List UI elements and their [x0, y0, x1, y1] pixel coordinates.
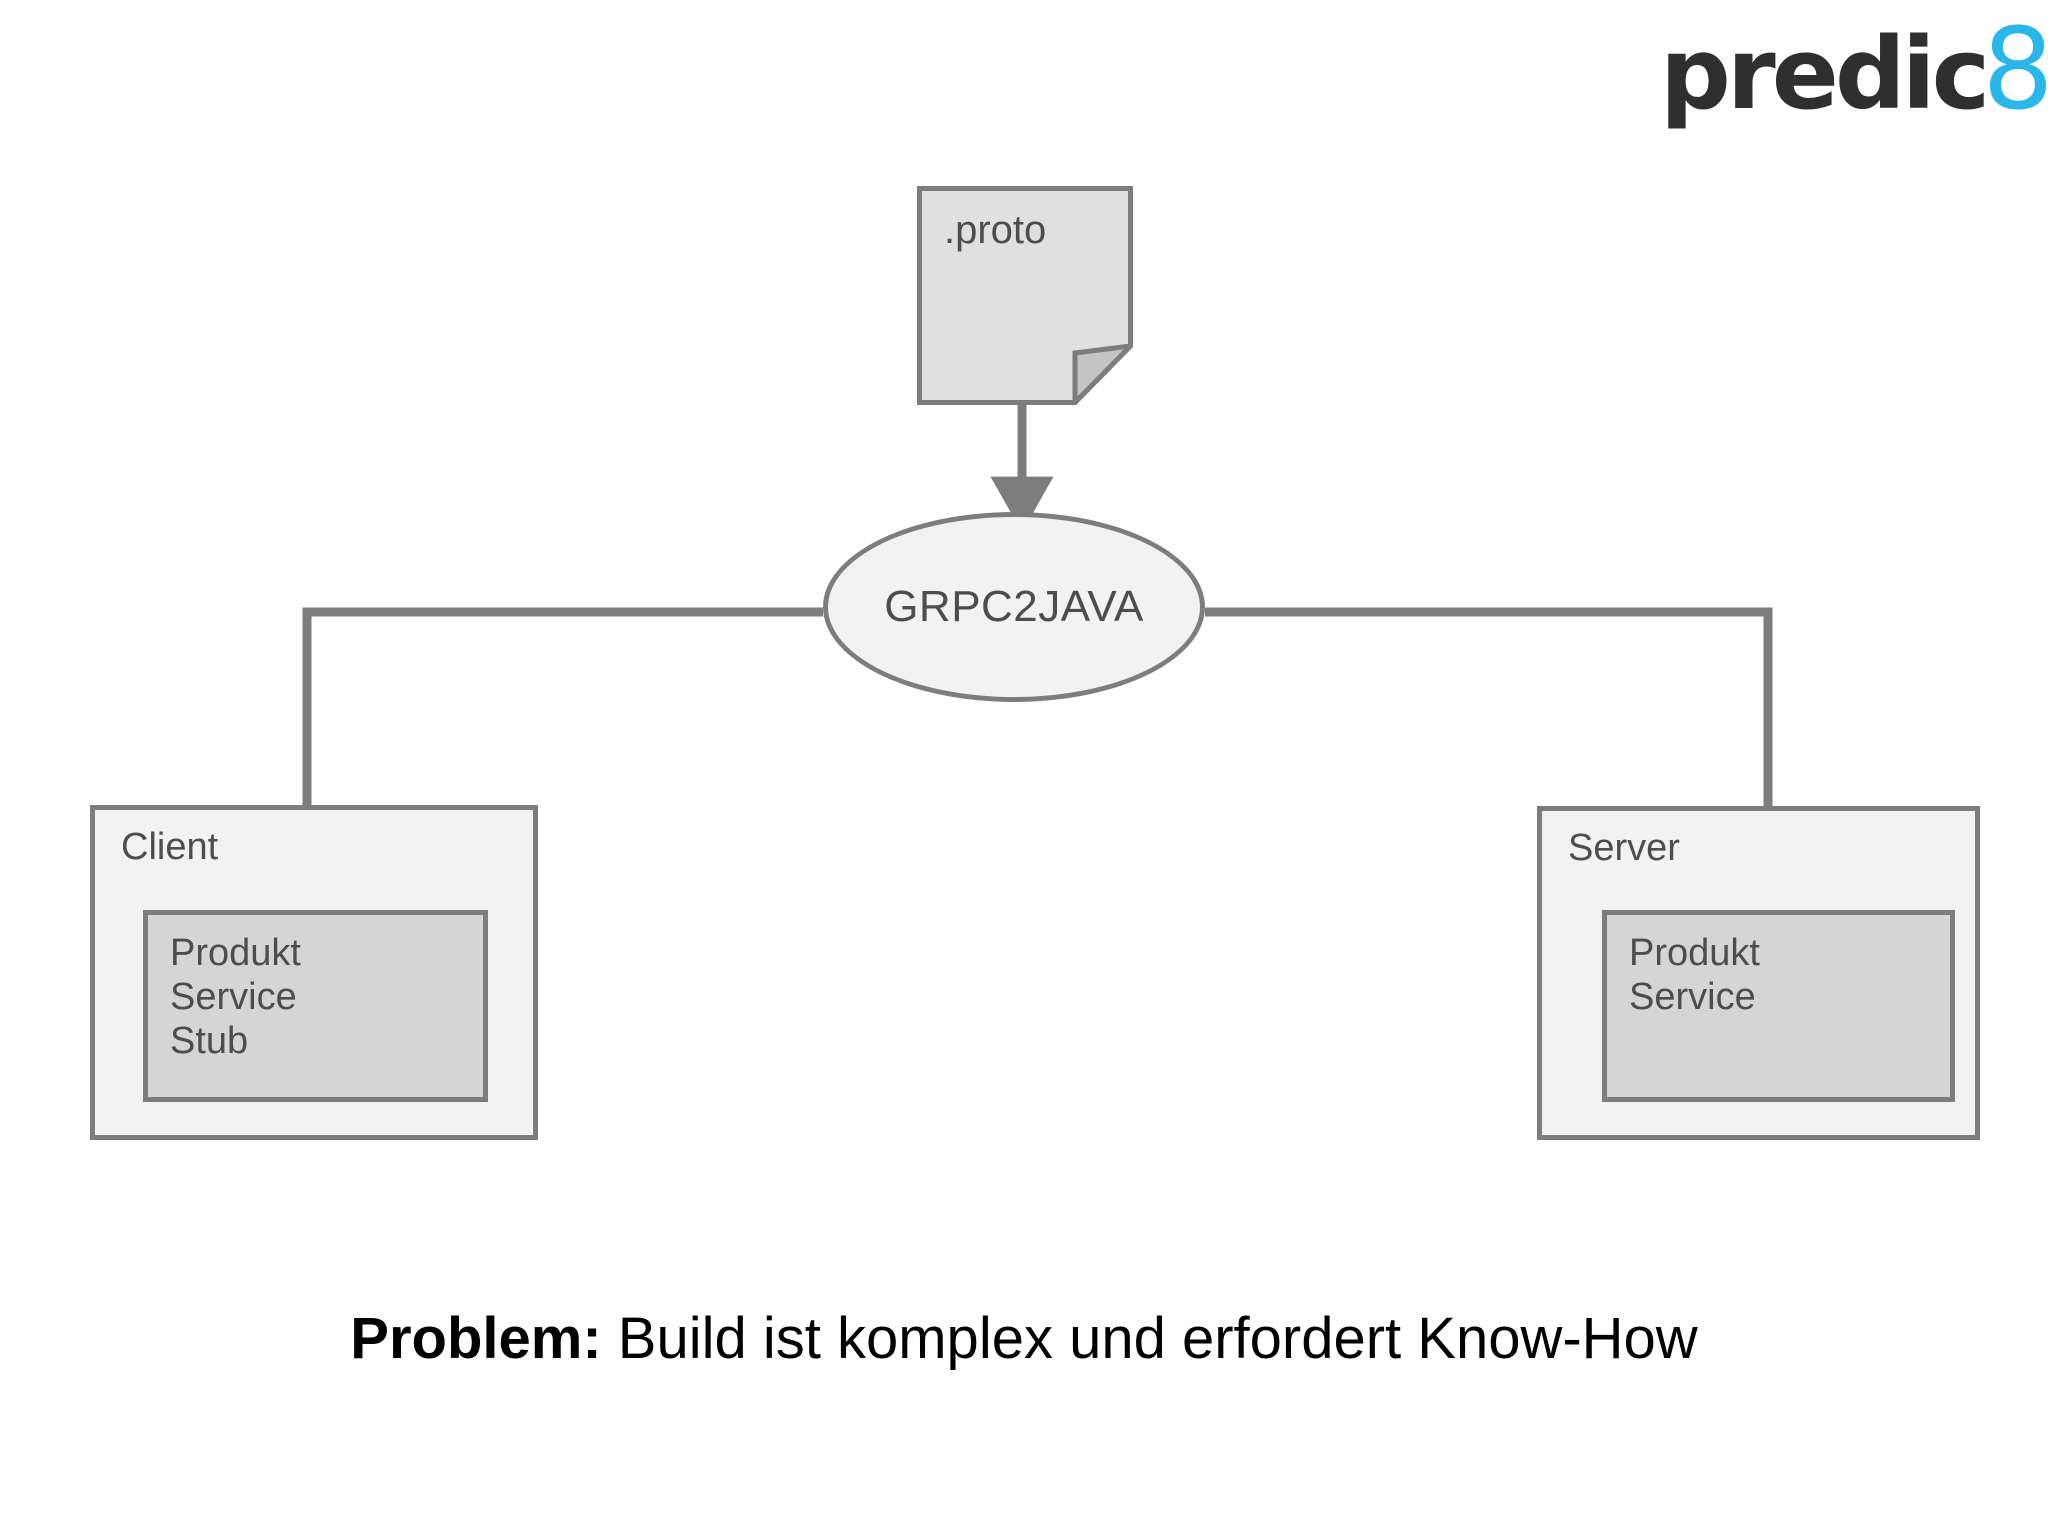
- server-service-label: Produkt Service: [1629, 932, 1760, 1019]
- node-client-container[interactable]: Client Produkt Service Stub: [90, 805, 538, 1140]
- server-title: Server: [1568, 827, 1680, 869]
- document-shape-icon: [917, 186, 1133, 405]
- node-grpc2java-generator[interactable]: GRPC2JAVA: [823, 512, 1205, 702]
- client-stub-label: Produkt Service Stub: [170, 932, 301, 1063]
- client-title: Client: [121, 826, 219, 868]
- node-client-stub[interactable]: Produkt Service Stub: [143, 910, 488, 1102]
- ellipse-shape: [823, 512, 1205, 702]
- logo-wordmark: predic: [1660, 17, 1990, 132]
- node-proto-document[interactable]: .proto: [917, 186, 1133, 405]
- logo-eight-glyph: 8: [1982, 5, 2048, 135]
- caption-rest-part: Build ist komplex und erfordert Know-How: [601, 1306, 1698, 1371]
- node-server-service[interactable]: Produkt Service: [1602, 910, 1955, 1102]
- caption-bold-part: Problem:: [350, 1306, 602, 1371]
- node-server-container[interactable]: Server Produkt Service: [1537, 806, 1980, 1140]
- proto-label: .proto: [944, 208, 1047, 252]
- predic8-logo: predic8: [1660, 14, 2048, 132]
- grpc2java-label: GRPC2JAVA: [884, 582, 1144, 631]
- slide-caption: Problem: Build ist komplex und erfordert…: [0, 1310, 2048, 1368]
